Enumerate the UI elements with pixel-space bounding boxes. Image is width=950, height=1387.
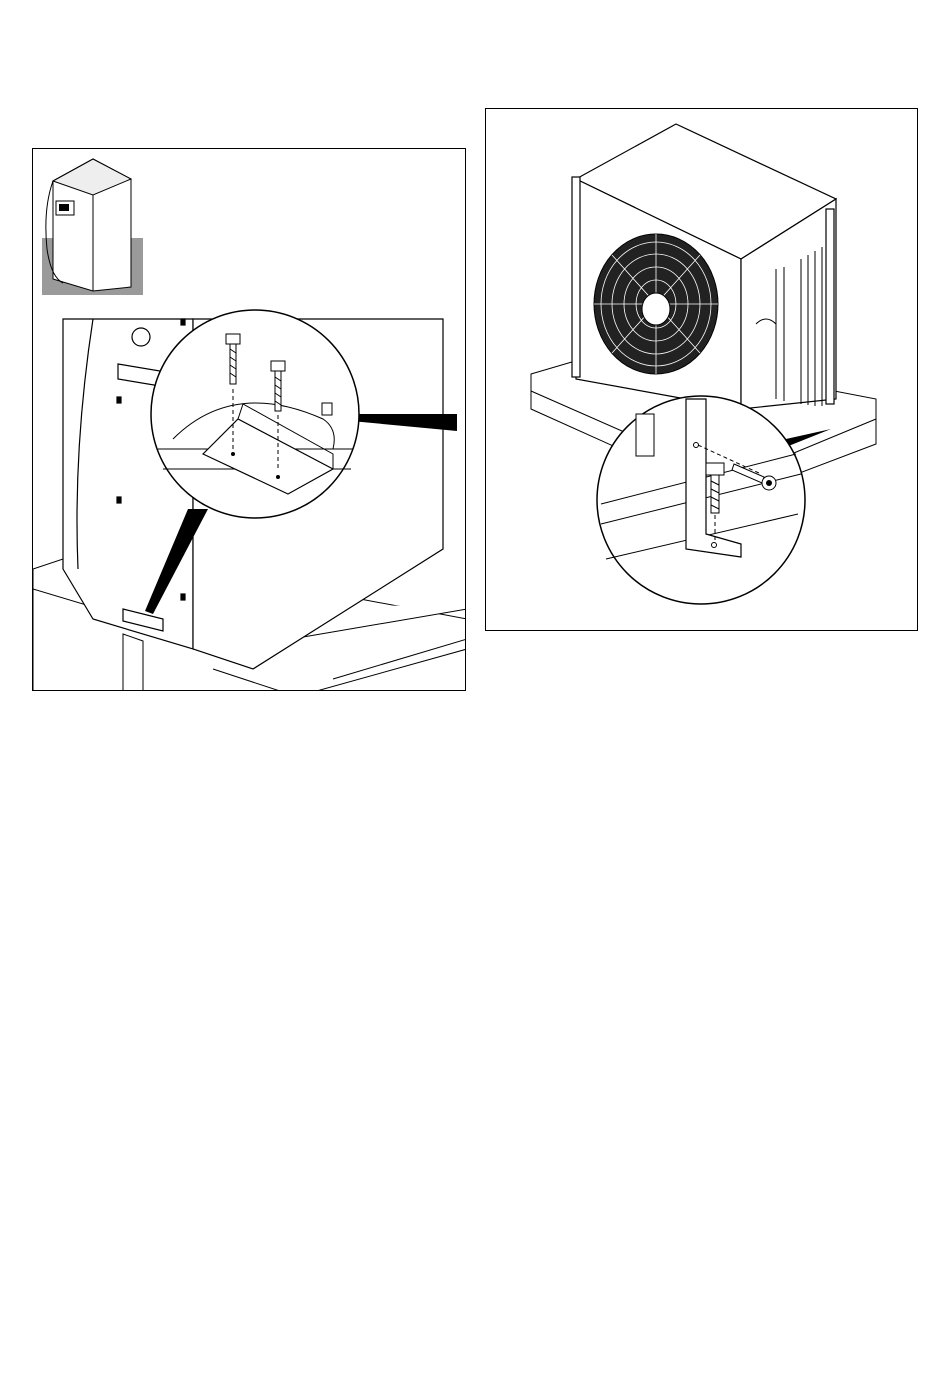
locator-thumbnail <box>42 159 143 295</box>
fan-grille-icon <box>594 234 718 374</box>
detail-magnifier-circle <box>151 310 359 518</box>
indoor-unit-drawing <box>33 149 466 691</box>
detail-magnifier-circle <box>597 396 805 604</box>
indoor-unit-fixing-figure <box>32 148 466 691</box>
outdoor-unit-fixing-figure <box>485 108 918 631</box>
outdoor-unit-drawing <box>486 109 918 631</box>
